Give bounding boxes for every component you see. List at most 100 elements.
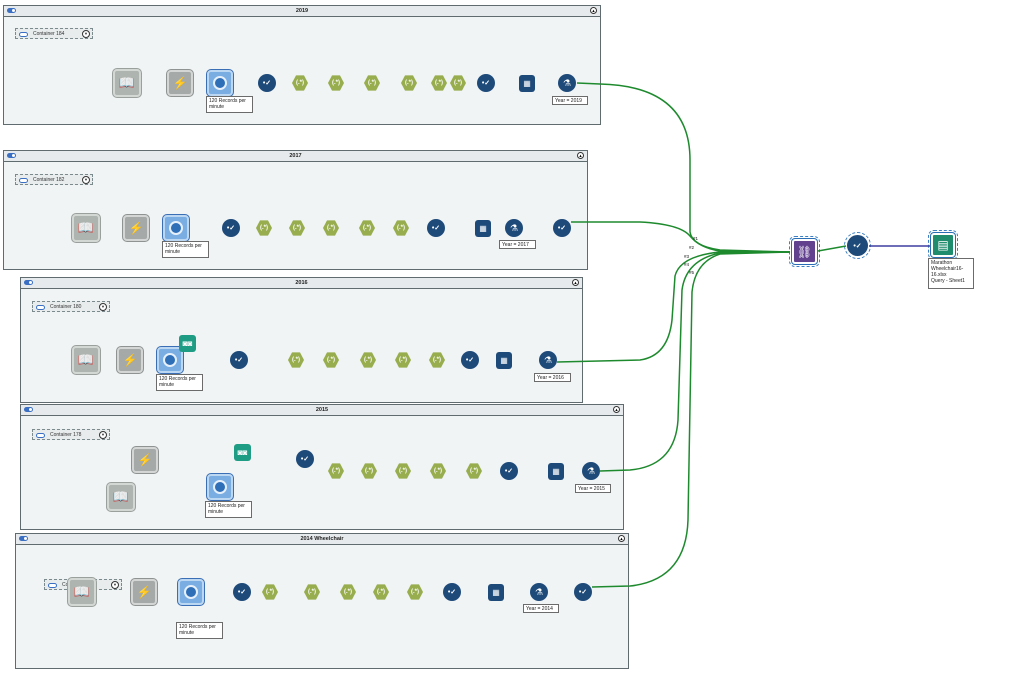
sub-container[interactable]: Container 182 ▼ <box>15 174 93 185</box>
container-2019[interactable]: 2019 ▲ Container 184 ▼ <box>3 5 601 125</box>
regex-tool[interactable]: (.*) <box>431 75 447 91</box>
container-header[interactable]: 2016 ▲ <box>21 278 582 289</box>
regex-tool[interactable]: (.*) <box>292 75 308 91</box>
select-tool[interactable]: •✓ <box>222 219 240 237</box>
text-input-tool[interactable]: ⚡ <box>132 447 158 473</box>
regex-tool[interactable]: (.*) <box>304 584 320 600</box>
regex-tool[interactable]: (.*) <box>429 352 445 368</box>
regex-tool[interactable]: (.*) <box>450 75 466 91</box>
regex-tool[interactable]: (.*) <box>401 75 417 91</box>
regex-tool[interactable]: (.*) <box>323 220 339 236</box>
download-tool[interactable] <box>178 579 204 605</box>
select-tool-final[interactable]: •✓ <box>844 232 871 259</box>
crosstab-tool[interactable]: ▦ <box>548 463 564 480</box>
select-tool[interactable]: •✓ <box>233 583 251 601</box>
container-header[interactable]: 2019 ▲ <box>4 6 600 17</box>
output-tool[interactable]: ▤ <box>928 230 958 260</box>
chevron-down-icon[interactable]: ▼ <box>82 176 90 184</box>
toggle-icon[interactable] <box>24 407 33 412</box>
regex-tool[interactable]: (.*) <box>289 220 305 236</box>
container-2014-wheelchair[interactable]: 2014 Wheelchair ▲ Container 176 ▼ <box>15 533 629 669</box>
select-tool[interactable]: •✓ <box>296 450 314 468</box>
browse-tool[interactable]: ◙◙ <box>179 335 196 352</box>
toggle-icon[interactable] <box>19 178 28 183</box>
toggle-icon[interactable] <box>36 305 45 310</box>
regex-tool[interactable]: (.*) <box>359 220 375 236</box>
select-tool[interactable]: •✓ <box>258 74 276 92</box>
input-data-tool[interactable]: 📖 <box>113 69 141 97</box>
container-2015[interactable]: 2015 ▲ Container 178 ▼ <box>20 404 624 530</box>
container-2016[interactable]: 2016 ▲ Container 180 ▼ <box>20 277 583 403</box>
input-data-tool[interactable]: 📖 <box>107 483 135 511</box>
regex-tool[interactable]: (.*) <box>288 352 304 368</box>
input-data-tool[interactable]: 📖 <box>72 346 100 374</box>
collapse-icon[interactable]: ▲ <box>618 535 625 542</box>
text-input-tool[interactable]: ⚡ <box>167 70 193 96</box>
input-data-tool[interactable]: 📖 <box>68 578 96 606</box>
regex-tool[interactable]: (.*) <box>262 584 278 600</box>
chevron-down-icon[interactable]: ▼ <box>99 431 107 439</box>
select-tool[interactable]: •✓ <box>461 351 479 369</box>
regex-tool[interactable]: (.*) <box>466 463 482 479</box>
toggle-icon[interactable] <box>7 153 16 158</box>
text-input-tool[interactable]: ⚡ <box>131 579 157 605</box>
select-tool[interactable]: •✓ <box>443 583 461 601</box>
sub-container[interactable]: Container 184 ▼ <box>15 28 93 39</box>
regex-tool[interactable]: (.*) <box>393 220 409 236</box>
regex-tool[interactable]: (.*) <box>373 584 389 600</box>
sub-container[interactable]: Container 178 ▼ <box>32 429 110 440</box>
formula-tool[interactable]: ⚗ <box>558 74 576 92</box>
union-tool[interactable]: ⛓ <box>789 236 820 267</box>
sub-container[interactable]: Container 180 ▼ <box>32 301 110 312</box>
select-tool[interactable]: •✓ <box>477 74 495 92</box>
select-tool[interactable]: •✓ <box>500 462 518 480</box>
download-tool[interactable] <box>163 215 189 241</box>
crosstab-tool[interactable]: ▦ <box>475 220 491 237</box>
select-tool[interactable]: •✓ <box>553 219 571 237</box>
chevron-down-icon[interactable]: ▼ <box>82 30 90 38</box>
chevron-down-icon[interactable]: ▼ <box>111 581 119 589</box>
text-input-tool[interactable]: ⚡ <box>117 347 143 373</box>
select-tool[interactable]: •✓ <box>427 219 445 237</box>
regex-tool[interactable]: (.*) <box>364 75 380 91</box>
regex-tool[interactable]: (.*) <box>407 584 423 600</box>
formula-tool[interactable]: ⚗ <box>505 219 523 237</box>
regex-tool[interactable]: (.*) <box>328 75 344 91</box>
toggle-icon[interactable] <box>36 433 45 438</box>
collapse-icon[interactable]: ▲ <box>613 406 620 413</box>
regex-tool[interactable]: (.*) <box>430 463 446 479</box>
regex-tool[interactable]: (.*) <box>361 463 377 479</box>
collapse-icon[interactable]: ▲ <box>577 152 584 159</box>
regex-tool[interactable]: (.*) <box>328 463 344 479</box>
crosstab-tool[interactable]: ▦ <box>496 352 512 369</box>
regex-tool[interactable]: (.*) <box>395 352 411 368</box>
select-tool[interactable]: •✓ <box>230 351 248 369</box>
crosstab-tool[interactable]: ▦ <box>488 584 504 601</box>
browse-tool[interactable]: ◙◙ <box>234 444 251 461</box>
select-tool[interactable]: •✓ <box>574 583 592 601</box>
regex-tool[interactable]: (.*) <box>395 463 411 479</box>
toggle-icon[interactable] <box>19 32 28 37</box>
toggle-icon[interactable] <box>7 8 16 13</box>
container-header[interactable]: 2017 ▲ <box>4 151 587 162</box>
toggle-icon[interactable] <box>48 583 57 588</box>
container-2017[interactable]: 2017 ▲ Container 182 ▼ <box>3 150 588 270</box>
download-tool[interactable] <box>207 70 233 96</box>
formula-tool[interactable]: ⚗ <box>582 462 600 480</box>
regex-tool[interactable]: (.*) <box>340 584 356 600</box>
regex-tool[interactable]: (.*) <box>360 352 376 368</box>
download-tool[interactable] <box>207 474 233 500</box>
text-input-tool[interactable]: ⚡ <box>123 215 149 241</box>
input-data-tool[interactable]: 📖 <box>72 214 100 242</box>
regex-tool[interactable]: (.*) <box>323 352 339 368</box>
collapse-icon[interactable]: ▲ <box>590 7 597 14</box>
regex-tool[interactable]: (.*) <box>256 220 272 236</box>
formula-tool[interactable]: ⚗ <box>530 583 548 601</box>
crosstab-tool[interactable]: ▦ <box>519 75 535 92</box>
download-tool[interactable] <box>157 347 183 373</box>
formula-tool[interactable]: ⚗ <box>539 351 557 369</box>
chevron-down-icon[interactable]: ▼ <box>99 303 107 311</box>
toggle-icon[interactable] <box>19 536 28 541</box>
collapse-icon[interactable]: ▲ <box>572 279 579 286</box>
container-header[interactable]: 2015 ▲ <box>21 405 623 416</box>
